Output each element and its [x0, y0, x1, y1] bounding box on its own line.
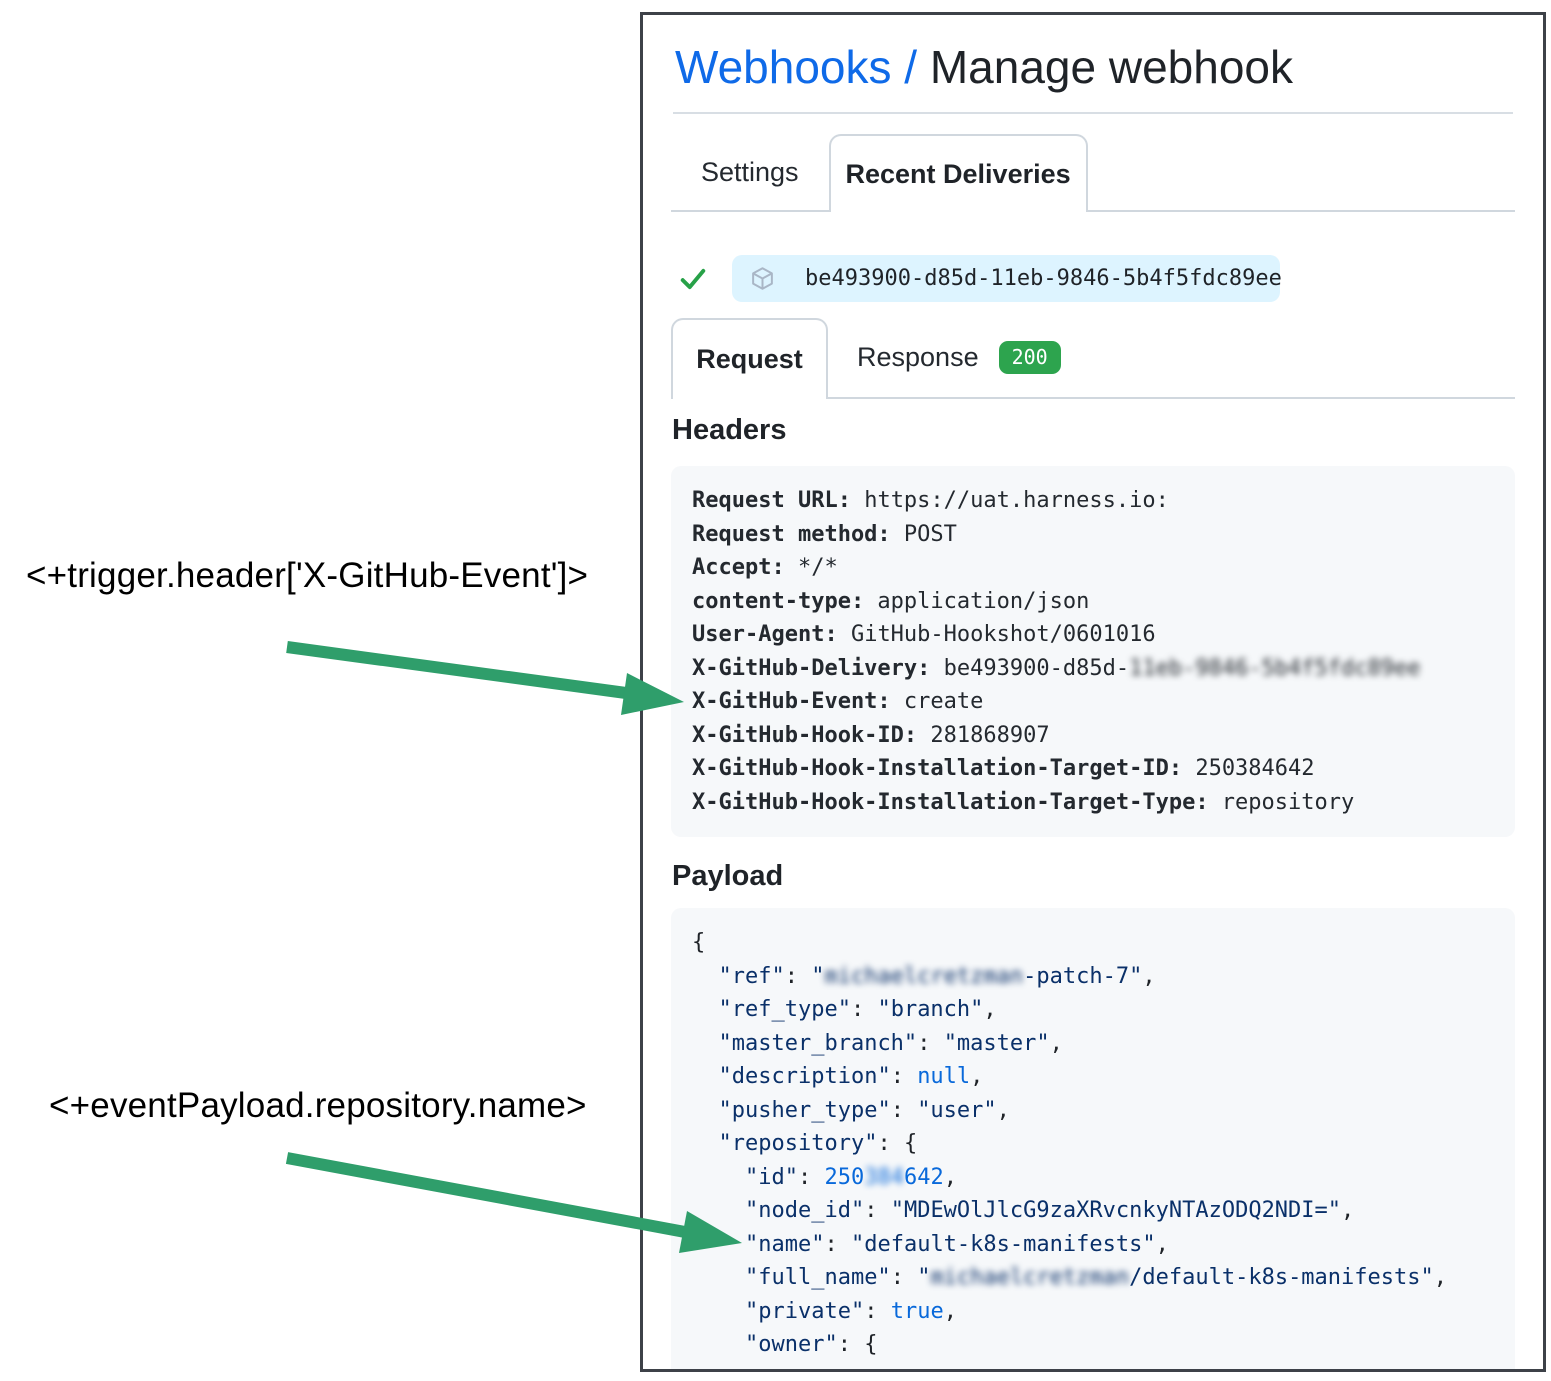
delivery-id-pill[interactable]: be493900-d85d-11eb-9846-5b4f5fdc89ee [732, 255, 1282, 302]
breadcrumb-separator-slash: / [904, 41, 918, 93]
header-line: X-GitHub-Delivery: be493900-d85d-11eb-98… [692, 655, 1421, 681]
payload-line: "master_branch": "master", [718, 1030, 1063, 1056]
payload-line: "ref_type": "branch", [718, 997, 997, 1022]
tab-request[interactable]: Request [671, 318, 828, 399]
payload-line: "name": "default-k8s-manifests", [744, 1231, 1169, 1257]
payload-line: "full_name": "michaelcretzman/default-k8… [744, 1265, 1448, 1290]
breadcrumb-separator [892, 41, 905, 93]
header-line: X-GitHub-Event: create [692, 689, 984, 714]
header-line: X-GitHub-Hook-Installation-Target-ID: 25… [692, 756, 1315, 781]
tab-response[interactable]: Response 200 [857, 318, 1061, 397]
header-line: User-Agent: GitHub-Hookshot/0601016 [692, 622, 1156, 647]
header-line: Request URL: https://uat.harness.io: [692, 488, 1169, 513]
page-title-current: Manage webhook [929, 41, 1294, 93]
headers-code-box: Request URL: https://uat.harness.io: Requ… [671, 466, 1515, 837]
payload-line: "owner": { [744, 1332, 878, 1357]
webhook-tabnav: Settings Recent Deliveries [671, 134, 1515, 212]
annotation-event-payload-expression: <+eventPayload.repository.name> [49, 1086, 587, 1125]
payload-line: "node_id": "MDEwOlJlcG9zaXRvcnkyNTAzODQ2… [744, 1198, 1355, 1223]
breadcrumb-webhooks-link[interactable]: Webhooks [675, 41, 892, 93]
header-line: Request method: POST [692, 521, 957, 547]
delivery-row: be493900-d85d-11eb-9846-5b4f5fdc89ee [671, 255, 1282, 302]
tab-response-label[interactable]: Response [857, 342, 979, 372]
payload-line: { [692, 930, 706, 955]
header-line: Accept: */* [692, 555, 838, 580]
title-divider [673, 112, 1513, 114]
tab-settings[interactable]: Settings [701, 156, 799, 187]
page-title: Webhooks / Manage webhook [675, 40, 1293, 94]
tab-recent-deliveries[interactable]: Recent Deliveries [828, 134, 1088, 212]
payload-line: "description": null, [718, 1064, 984, 1089]
payload-line: "pusher_type": "user", [718, 1097, 1010, 1123]
payload-line: "repository": { [718, 1131, 918, 1156]
payload-section-heading: Payload [672, 860, 784, 892]
request-response-tabnav: Request Response 200 [671, 318, 1515, 399]
package-cube-icon [752, 267, 773, 290]
headers-section-heading: Headers [672, 414, 787, 446]
delivery-success-check-icon [680, 268, 706, 289]
payload-line: "ref": "michaelcretzman-patch-7", [718, 963, 1156, 989]
annotation-trigger-header-expression: <+trigger.header['X-GitHub-Event']> [26, 556, 589, 595]
delivery-id-text: be493900-d85d-11eb-9846-5b4f5fdc89ee [805, 266, 1282, 291]
header-line: X-GitHub-Hook-Installation-Target-Type: … [692, 789, 1355, 815]
arrow-to-x-github-event [286, 641, 684, 715]
header-line: X-GitHub-Hook-ID: 281868907 [692, 722, 1050, 748]
header-line: content-type: application/json [692, 588, 1090, 614]
payload-line: "id": 250384642, [744, 1164, 957, 1190]
payload-code-box: { "ref": "michaelcretzman-patch-7", "ref… [671, 908, 1515, 1369]
manage-webhook-panel: Webhooks / Manage webhook Settings Recen… [640, 12, 1546, 1372]
response-status-badge: 200 [998, 341, 1061, 374]
payload-line: "private": true, [744, 1298, 957, 1324]
